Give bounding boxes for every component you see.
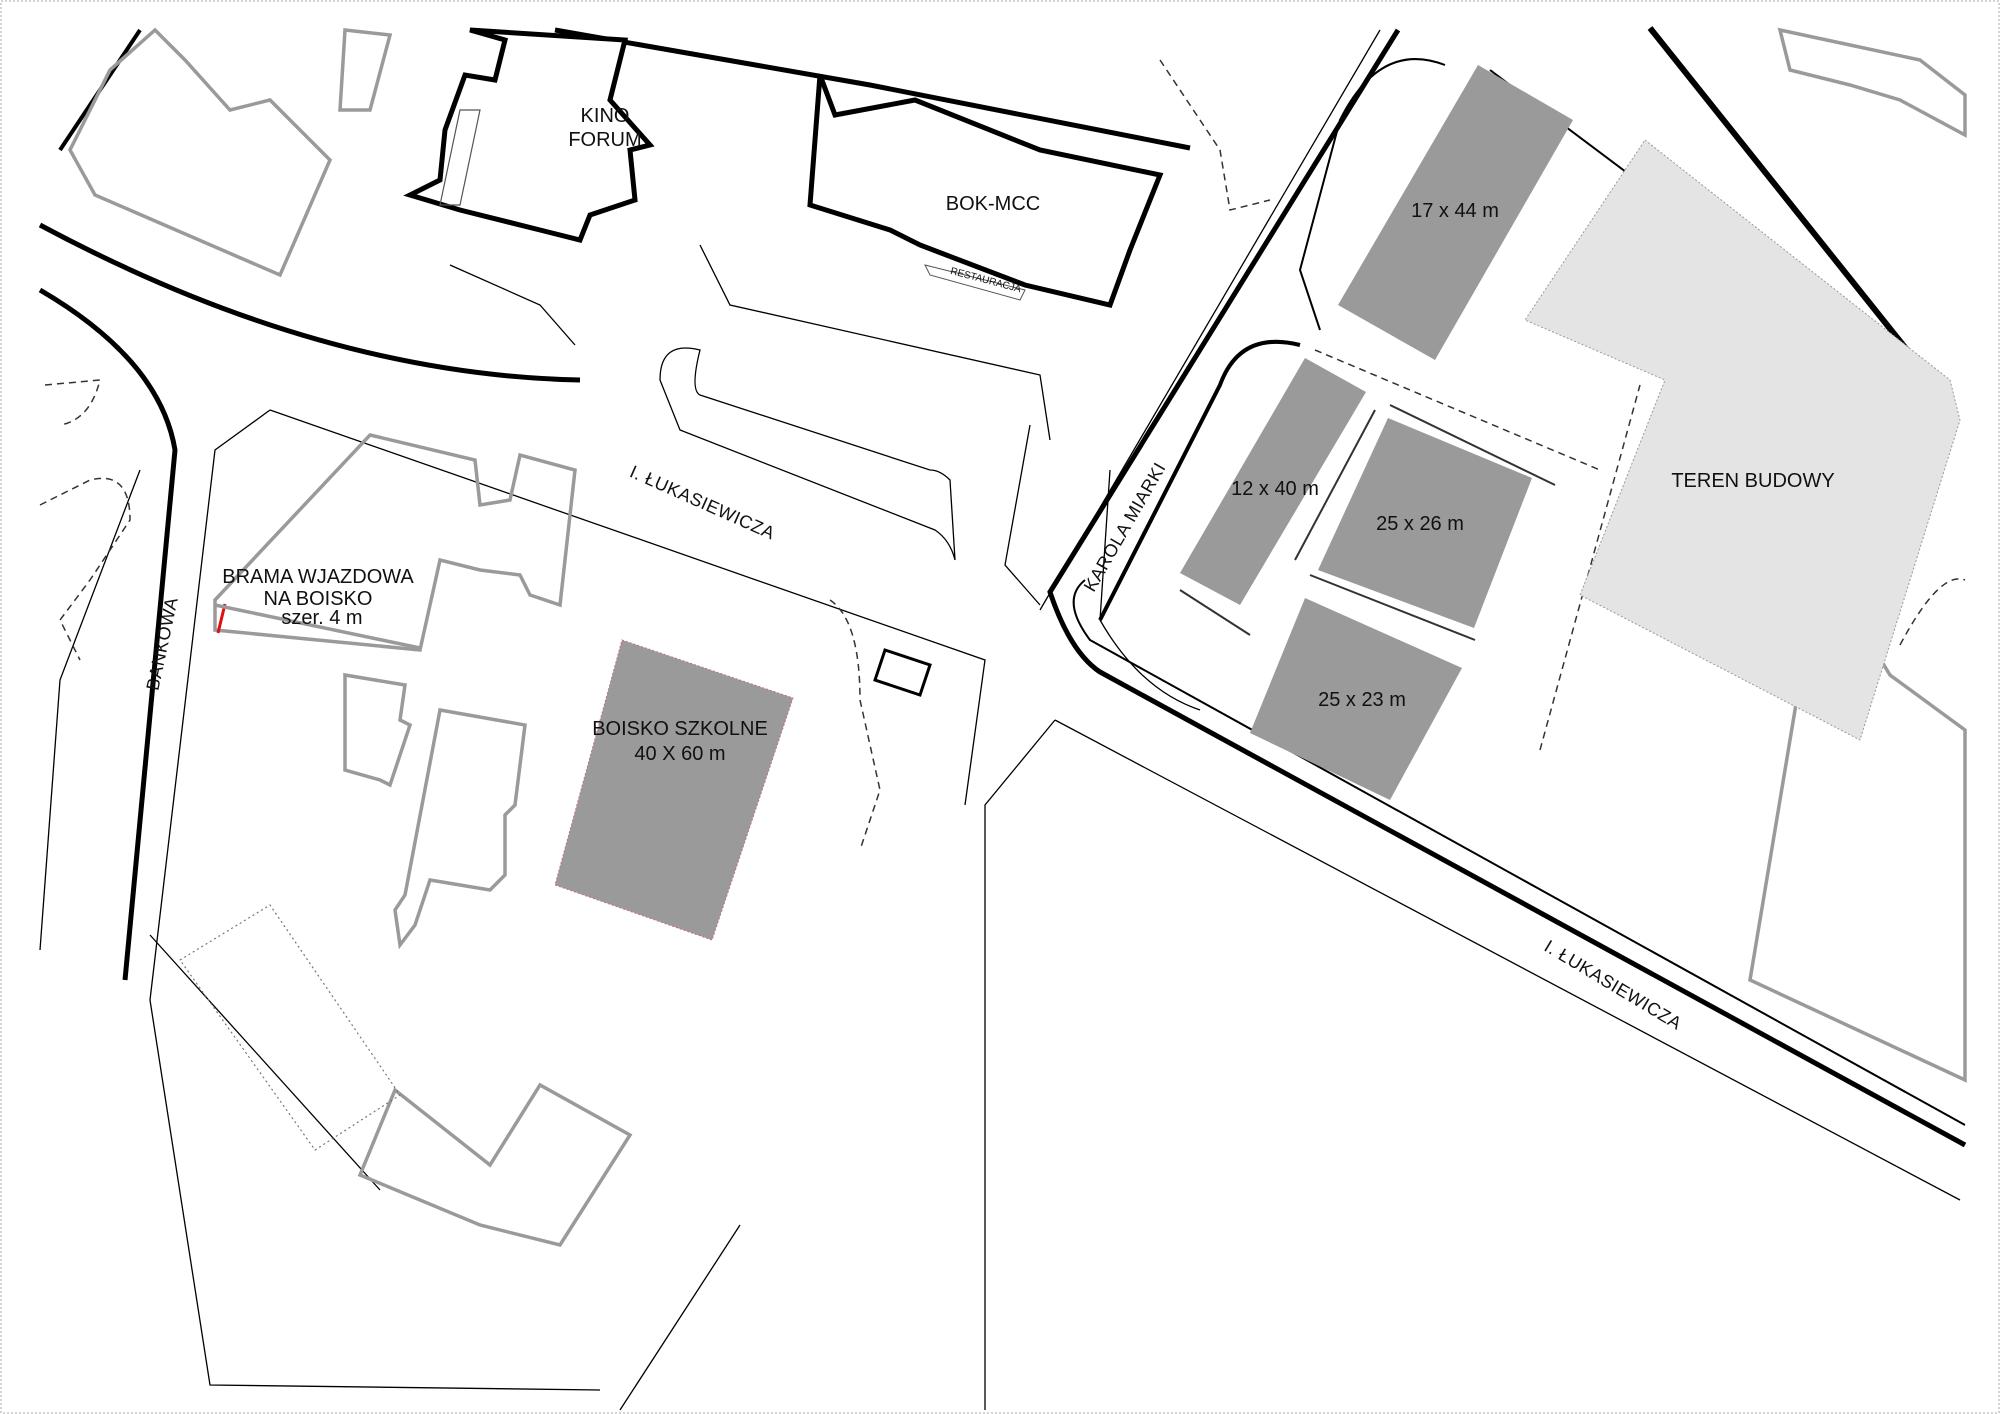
plot-label-25x26: 25 x 26 m [1376,513,1464,535]
gate-marker [216,603,227,634]
pitch-label-2: 40 X 60 m [634,743,725,765]
pitch-label-1: BOISKO SZKOLNE [592,718,768,740]
gate-label-1: BRAMA WJAZDOWA [222,566,414,588]
kino-forum-label-1: KINO [581,105,630,127]
parking-hatch [1179,404,1556,641]
street-lines [39,29,1961,1411]
gray-buildings [68,27,1967,1248]
kino-forum-outline [403,27,655,243]
plot-17x44 [1338,65,1573,360]
gate-label-2: NA BOISKO [264,588,373,610]
plot-25x26 [1318,418,1532,628]
plot-25x23 [1250,598,1462,800]
small-structure [873,648,932,697]
construction-label: TEREN BUDOWY [1671,470,1834,492]
gate-label-3: szer. 4 m [281,607,362,629]
kino-forum-label-2: FORUM [568,129,641,151]
kino-forum-stairs [439,109,481,206]
bok-mcc-outline [807,74,1164,308]
plot-label-12x40: 12 x 40 m [1231,478,1319,500]
plots [1180,65,1573,800]
bok-mcc-label: BOK-MCC [946,193,1040,215]
school-pitch [554,639,794,941]
road-median [659,347,956,561]
dashed-paths [39,59,1966,851]
plot-label-25x23: 25 x 23 m [1318,689,1406,711]
plot-12x40 [1180,358,1366,605]
restauracja-outline [924,264,1026,301]
plot-label-17x44: 17 x 44 m [1411,200,1499,222]
construction-site [1524,139,1961,741]
parking-area [179,904,401,1151]
gate-road [214,603,421,650]
